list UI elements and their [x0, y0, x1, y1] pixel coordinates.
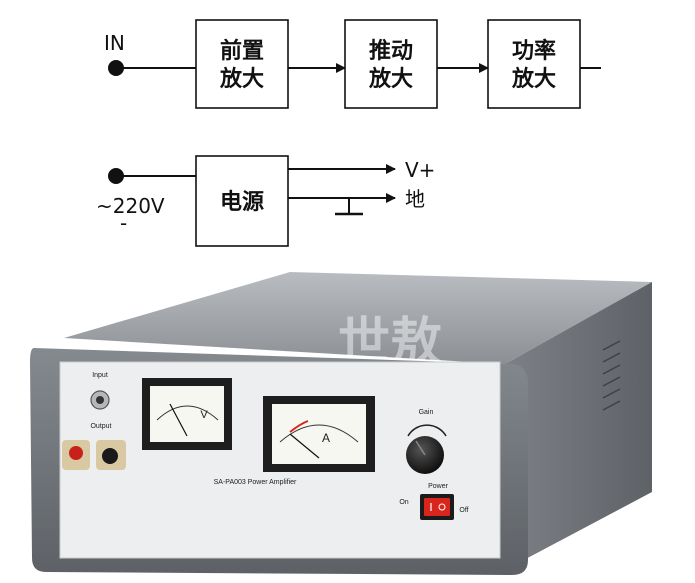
vplus-label: V+	[405, 158, 435, 182]
gain-arc	[407, 424, 447, 437]
output-label: Output	[90, 423, 111, 430]
ac-sub-label: -	[120, 211, 127, 235]
block-psu-label: 电源	[220, 190, 264, 215]
gain-label: Gain	[419, 409, 434, 416]
in-label: IN	[104, 31, 125, 55]
block-driver-line1: 推动	[369, 39, 413, 64]
cabinet-side	[505, 282, 652, 570]
model-label: SA-PA003 Power Amplifier	[214, 479, 297, 486]
output-terminal-red[interactable]	[69, 446, 83, 460]
voltmeter-scale	[156, 405, 219, 421]
power-switch-mark-off	[438, 503, 446, 511]
ammeter-scale	[279, 424, 359, 443]
input-bnc-pin	[96, 396, 104, 404]
block-psu	[195, 155, 289, 247]
power-label: Power	[428, 483, 449, 490]
power-section: ~220V - 电源 V+ 地	[96, 155, 435, 247]
signal-chain: IN 前置 放大 推动 放大 功率 放大	[104, 19, 601, 109]
ammeter-red-zone	[289, 420, 309, 433]
ammeter-needle	[289, 433, 320, 459]
ac-label: ~220V	[96, 194, 165, 218]
voltmeter-needle	[169, 403, 188, 437]
amplifier-device: 世敖 Input Output V A SA-PA003 Power Ampli…	[30, 272, 652, 575]
power-switch[interactable]	[424, 498, 450, 516]
block-preamp	[195, 19, 289, 109]
voltmeter-unit: V	[200, 409, 208, 421]
gain-knob-pointer	[415, 440, 426, 456]
cabinet-top	[64, 272, 652, 364]
block-power-amp	[487, 19, 581, 109]
block-driver-line2: 放大	[368, 66, 413, 92]
block-preamp-line2: 放大	[219, 66, 264, 92]
power-on-label: On	[399, 499, 408, 506]
voltmeter-face	[150, 386, 224, 442]
ammeter-face	[272, 404, 366, 464]
input-label: Input	[92, 372, 108, 379]
ground-label: 地	[405, 187, 425, 211]
block-power-amp-line1: 功率	[512, 38, 556, 64]
block-power-amp-line2: 放大	[511, 66, 556, 92]
power-off-label: Off	[459, 507, 468, 514]
block-driver	[344, 19, 438, 109]
side-vents	[602, 340, 621, 411]
ammeter-unit: A	[322, 431, 330, 445]
block-preamp-line1: 前置	[220, 38, 264, 64]
output-terminal-black[interactable]	[102, 448, 118, 464]
